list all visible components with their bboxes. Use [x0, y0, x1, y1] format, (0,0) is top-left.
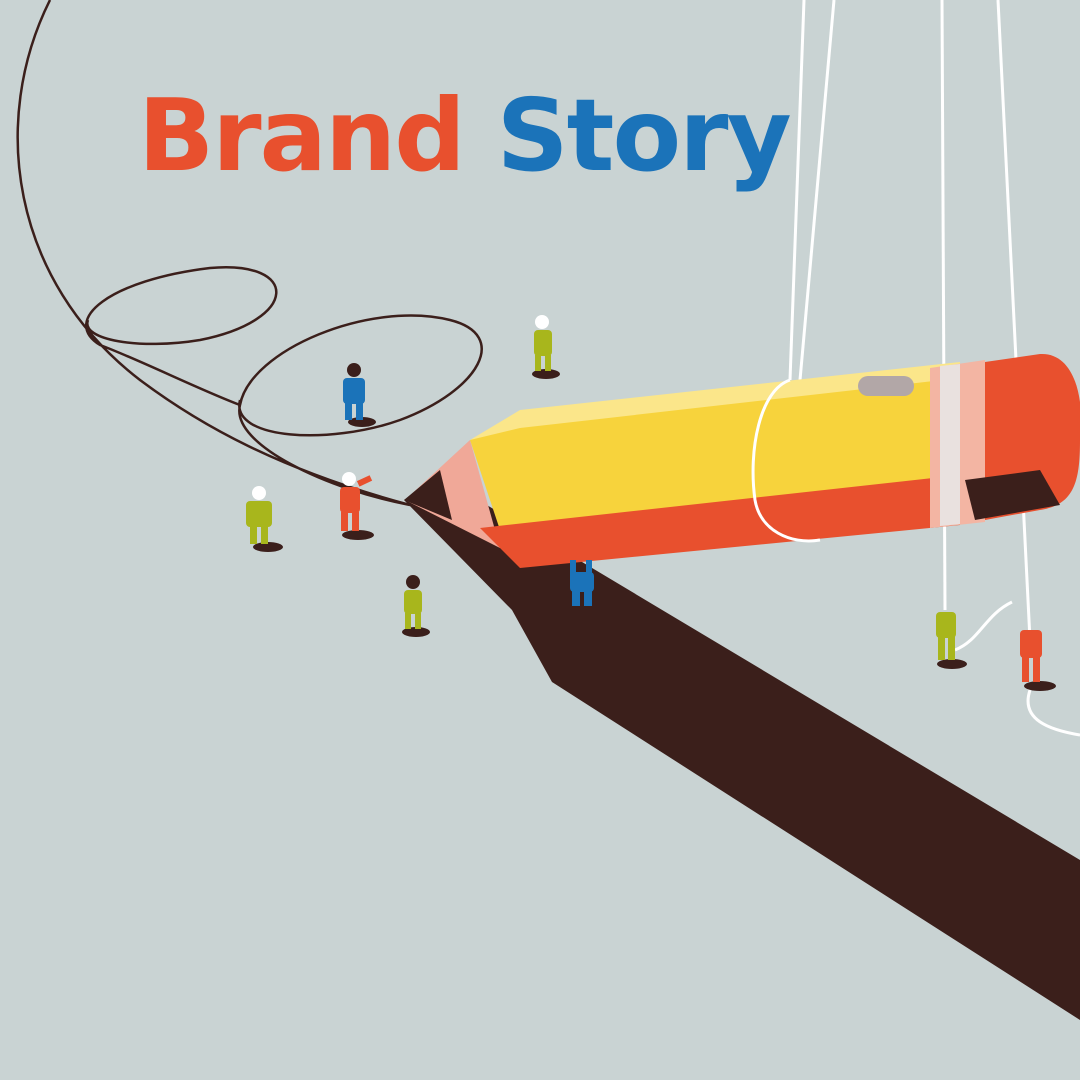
title-word-story: Story: [496, 77, 792, 194]
figure-orange-right: [1020, 630, 1056, 691]
figure-blue-center: [343, 363, 376, 427]
figure-green-left: [246, 486, 283, 552]
brand-story-title: Brand Story: [138, 86, 792, 186]
pencil-stroke-shadow: [404, 480, 1080, 1020]
pencil-slot: [858, 376, 914, 396]
figure-green-right: [936, 612, 967, 669]
scribble-line: [16, 0, 483, 507]
giant-pencil: [404, 353, 1080, 568]
pencil-eraser-shade: [965, 470, 1060, 520]
figure-blue-climbing: [570, 560, 594, 606]
figure-green-bottom: [402, 575, 430, 637]
pencil-lead-point: [404, 470, 452, 520]
pencil-ferrule-band: [940, 364, 960, 526]
pencil-body-yellow: [470, 378, 960, 530]
figure-orange-left: [340, 472, 374, 540]
rope-loop: [751, 378, 821, 543]
title-word-brand: Brand: [138, 77, 466, 194]
pencil-body-red: [480, 475, 960, 568]
pencil-wood-tip: [405, 440, 500, 548]
figure-green-top: [532, 315, 560, 379]
